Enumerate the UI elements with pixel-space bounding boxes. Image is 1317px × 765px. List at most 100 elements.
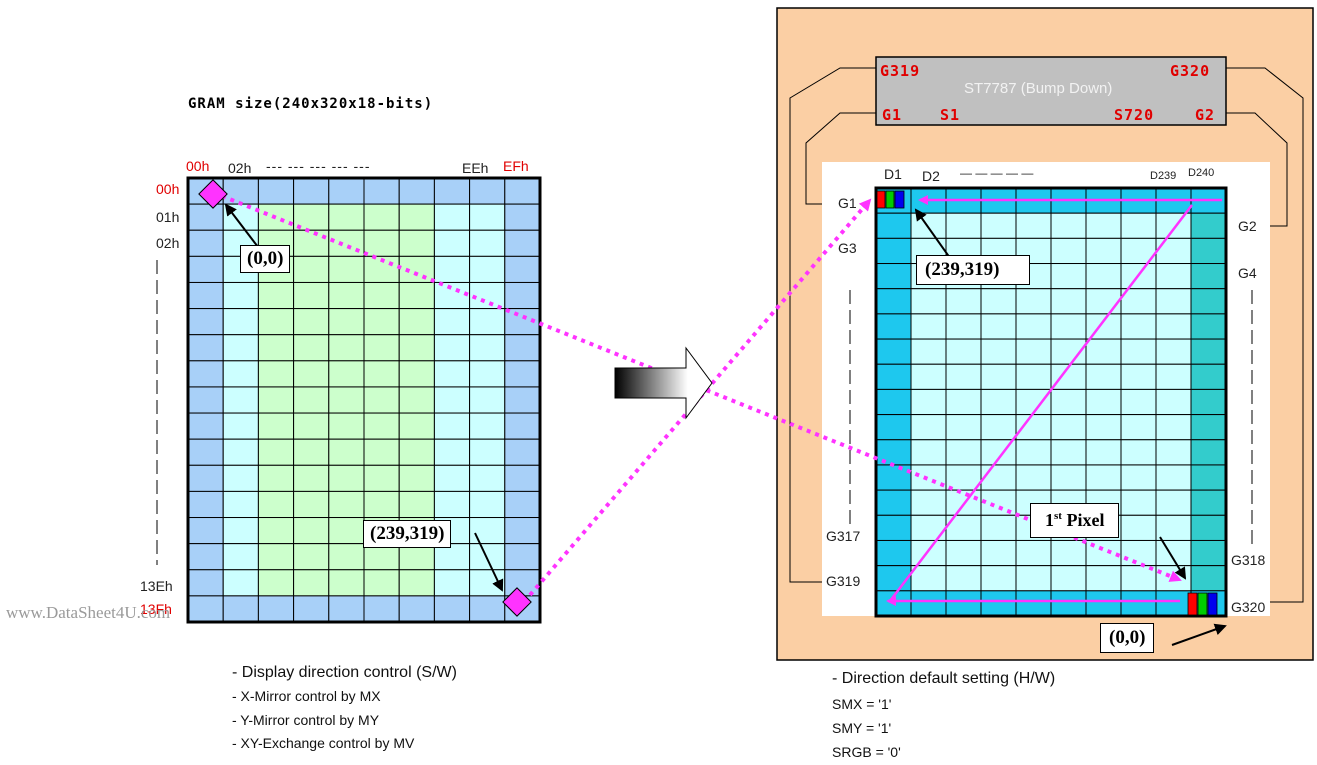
lcd-cell (1120, 338, 1157, 365)
gram-cell (293, 334, 330, 362)
lcd-cell (980, 464, 1017, 491)
lcd-cell (945, 590, 982, 617)
gram-cell (328, 517, 365, 545)
lcd-cell (1190, 539, 1227, 567)
lcd-cell (945, 288, 982, 315)
gram-cell (363, 308, 400, 336)
lcd-cell (910, 338, 947, 365)
first-pixel-label: 1st Pixel (1030, 503, 1120, 538)
lcd-cell (1120, 489, 1157, 516)
lcd-cell (910, 464, 947, 491)
gram-cell (293, 308, 330, 336)
lcd-cell (1190, 388, 1227, 416)
gram-cell (222, 177, 259, 205)
lcd-cell (1015, 565, 1052, 592)
gram-cell (222, 595, 259, 623)
gram-cell (433, 595, 471, 623)
lcd-cell (1120, 388, 1157, 416)
lcd-cell (1155, 237, 1192, 265)
gram-cell (257, 308, 295, 336)
lcd-cell (1155, 464, 1192, 491)
gram-cell (433, 569, 471, 597)
lcd-cell (1155, 388, 1192, 416)
gram-cell (504, 334, 541, 362)
scan-path (886, 195, 1222, 606)
lcd-cell (1155, 288, 1192, 315)
gram-cell (328, 334, 365, 362)
gram-cell (433, 203, 471, 231)
gram-cell (363, 595, 400, 623)
gram-cell (257, 595, 295, 623)
gram-cell (398, 386, 435, 414)
gram-cell (469, 308, 506, 336)
row-label-13fh: 13Fh (140, 601, 172, 617)
sw-notes-header: - Display direction control (S/W) (232, 664, 457, 681)
lcd-cell (910, 414, 947, 441)
lcd-cell (1050, 464, 1087, 491)
gram-cell (187, 517, 224, 545)
lcd-cell (1050, 414, 1087, 441)
lcd-cell (945, 338, 982, 365)
lcd-cell (1120, 539, 1157, 567)
row-label-00h: 00h (156, 181, 180, 197)
gram-cell (187, 360, 224, 388)
lcd-cell (910, 313, 947, 340)
gram-title: GRAM size(240x320x18-bits) (188, 96, 434, 112)
origin-label: (0,0) (240, 245, 291, 273)
gram-border (186, 176, 542, 624)
gram-cell (328, 543, 365, 571)
gram-cell (257, 490, 295, 519)
lcd-cell (1015, 363, 1052, 390)
gram-cell (504, 569, 541, 597)
lcd-cell (1120, 439, 1157, 466)
gram-cell (433, 490, 471, 519)
lcd-cell (1015, 288, 1052, 315)
col-label-dashes: --- --- --- --- --- (266, 158, 371, 174)
lcd-cell (875, 464, 912, 491)
gram-cell (187, 438, 224, 466)
gram-cell (469, 177, 506, 205)
gram-cell (504, 438, 541, 466)
gram-cell (257, 334, 295, 362)
lcd-cell (1120, 464, 1157, 491)
gram-cell (293, 464, 330, 492)
gram-cell (363, 334, 400, 362)
first-pixel-sup: st (1054, 510, 1062, 522)
lcd-cell (1015, 464, 1052, 491)
lcd-cell (875, 414, 912, 441)
lcd-cell (1190, 212, 1227, 239)
gram-cell (187, 543, 224, 571)
lcd-cell (1155, 363, 1192, 390)
lcd-cell (875, 338, 912, 365)
gram-cell (433, 412, 471, 440)
lcd-cell (945, 439, 982, 466)
gram-cell (293, 595, 330, 623)
lcd-cell (1085, 414, 1122, 441)
gram-cell (187, 229, 224, 257)
chip-g319: G319 (880, 62, 921, 80)
gram-cell (328, 308, 365, 336)
gram-cell (398, 412, 435, 440)
lcd-cell (1190, 489, 1227, 516)
gram-cell (222, 517, 259, 545)
lcd-cell (1050, 565, 1087, 592)
lcd-cell (875, 439, 912, 466)
gram-cell (433, 464, 471, 492)
lcd-cell (945, 539, 982, 567)
gram-cell (293, 490, 330, 519)
lcd-cell (1085, 212, 1122, 239)
pointer-arrows (224, 203, 1227, 646)
gram-cell (469, 464, 506, 492)
origin-label-right: (0,0) (1100, 623, 1155, 653)
gram-cell (363, 438, 400, 466)
gram-cell (293, 569, 330, 597)
gram-cell (328, 464, 365, 492)
lcd-cell (1155, 590, 1192, 617)
lcd-cell (1015, 539, 1052, 567)
lcd-cell (980, 565, 1017, 592)
gram-cell (328, 203, 365, 231)
chip-name: ST7787 (Bump Down) (964, 80, 1113, 97)
gate-g318: G318 (1231, 552, 1266, 568)
lcd-cell (980, 388, 1017, 416)
gram-cell (328, 438, 365, 466)
